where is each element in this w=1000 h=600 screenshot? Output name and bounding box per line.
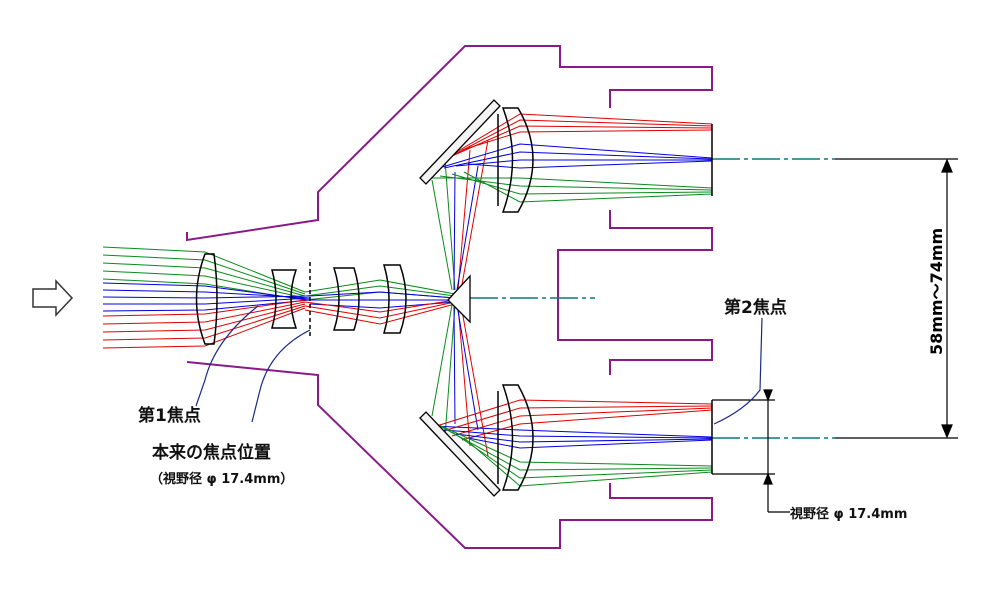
separation-label: 58mm〜74mm	[927, 227, 946, 355]
lens-group	[195, 107, 713, 491]
housing-outline	[186, 45, 713, 549]
mirrors	[419, 99, 501, 497]
input-rays	[102, 246, 311, 349]
optical-axes	[470, 158, 835, 439]
input-arrow-icon	[32, 279, 74, 317]
original-fov-label: （視野径 φ 17.4mm）	[150, 472, 294, 487]
upper-eyepiece-lens	[501, 107, 534, 213]
second-focus-label: 第2焦点	[724, 298, 787, 318]
upper-fold-mirror	[419, 99, 501, 185]
relay-lens-3	[382, 264, 407, 334]
beam-splitter-prism	[447, 274, 471, 324]
upper-arm-rays	[428, 113, 713, 203]
original-focus-label: 本来の焦点位置	[152, 443, 271, 463]
relay-rays	[304, 279, 456, 325]
lower-arm-rays	[427, 399, 713, 487]
lower-eyepiece-lens	[501, 384, 534, 491]
dimension-lines	[712, 158, 958, 513]
leader-lines	[195, 305, 763, 425]
first-focus-label: 第1焦点	[138, 406, 201, 426]
lower-fold-mirror	[419, 411, 501, 497]
objective-lens	[195, 253, 218, 345]
upper-split-rays	[431, 139, 489, 457]
relay-lens-2	[332, 267, 360, 331]
relay-lens-1	[271, 269, 298, 329]
second-fov-label: 視野径 φ 17.4mm	[790, 507, 908, 522]
